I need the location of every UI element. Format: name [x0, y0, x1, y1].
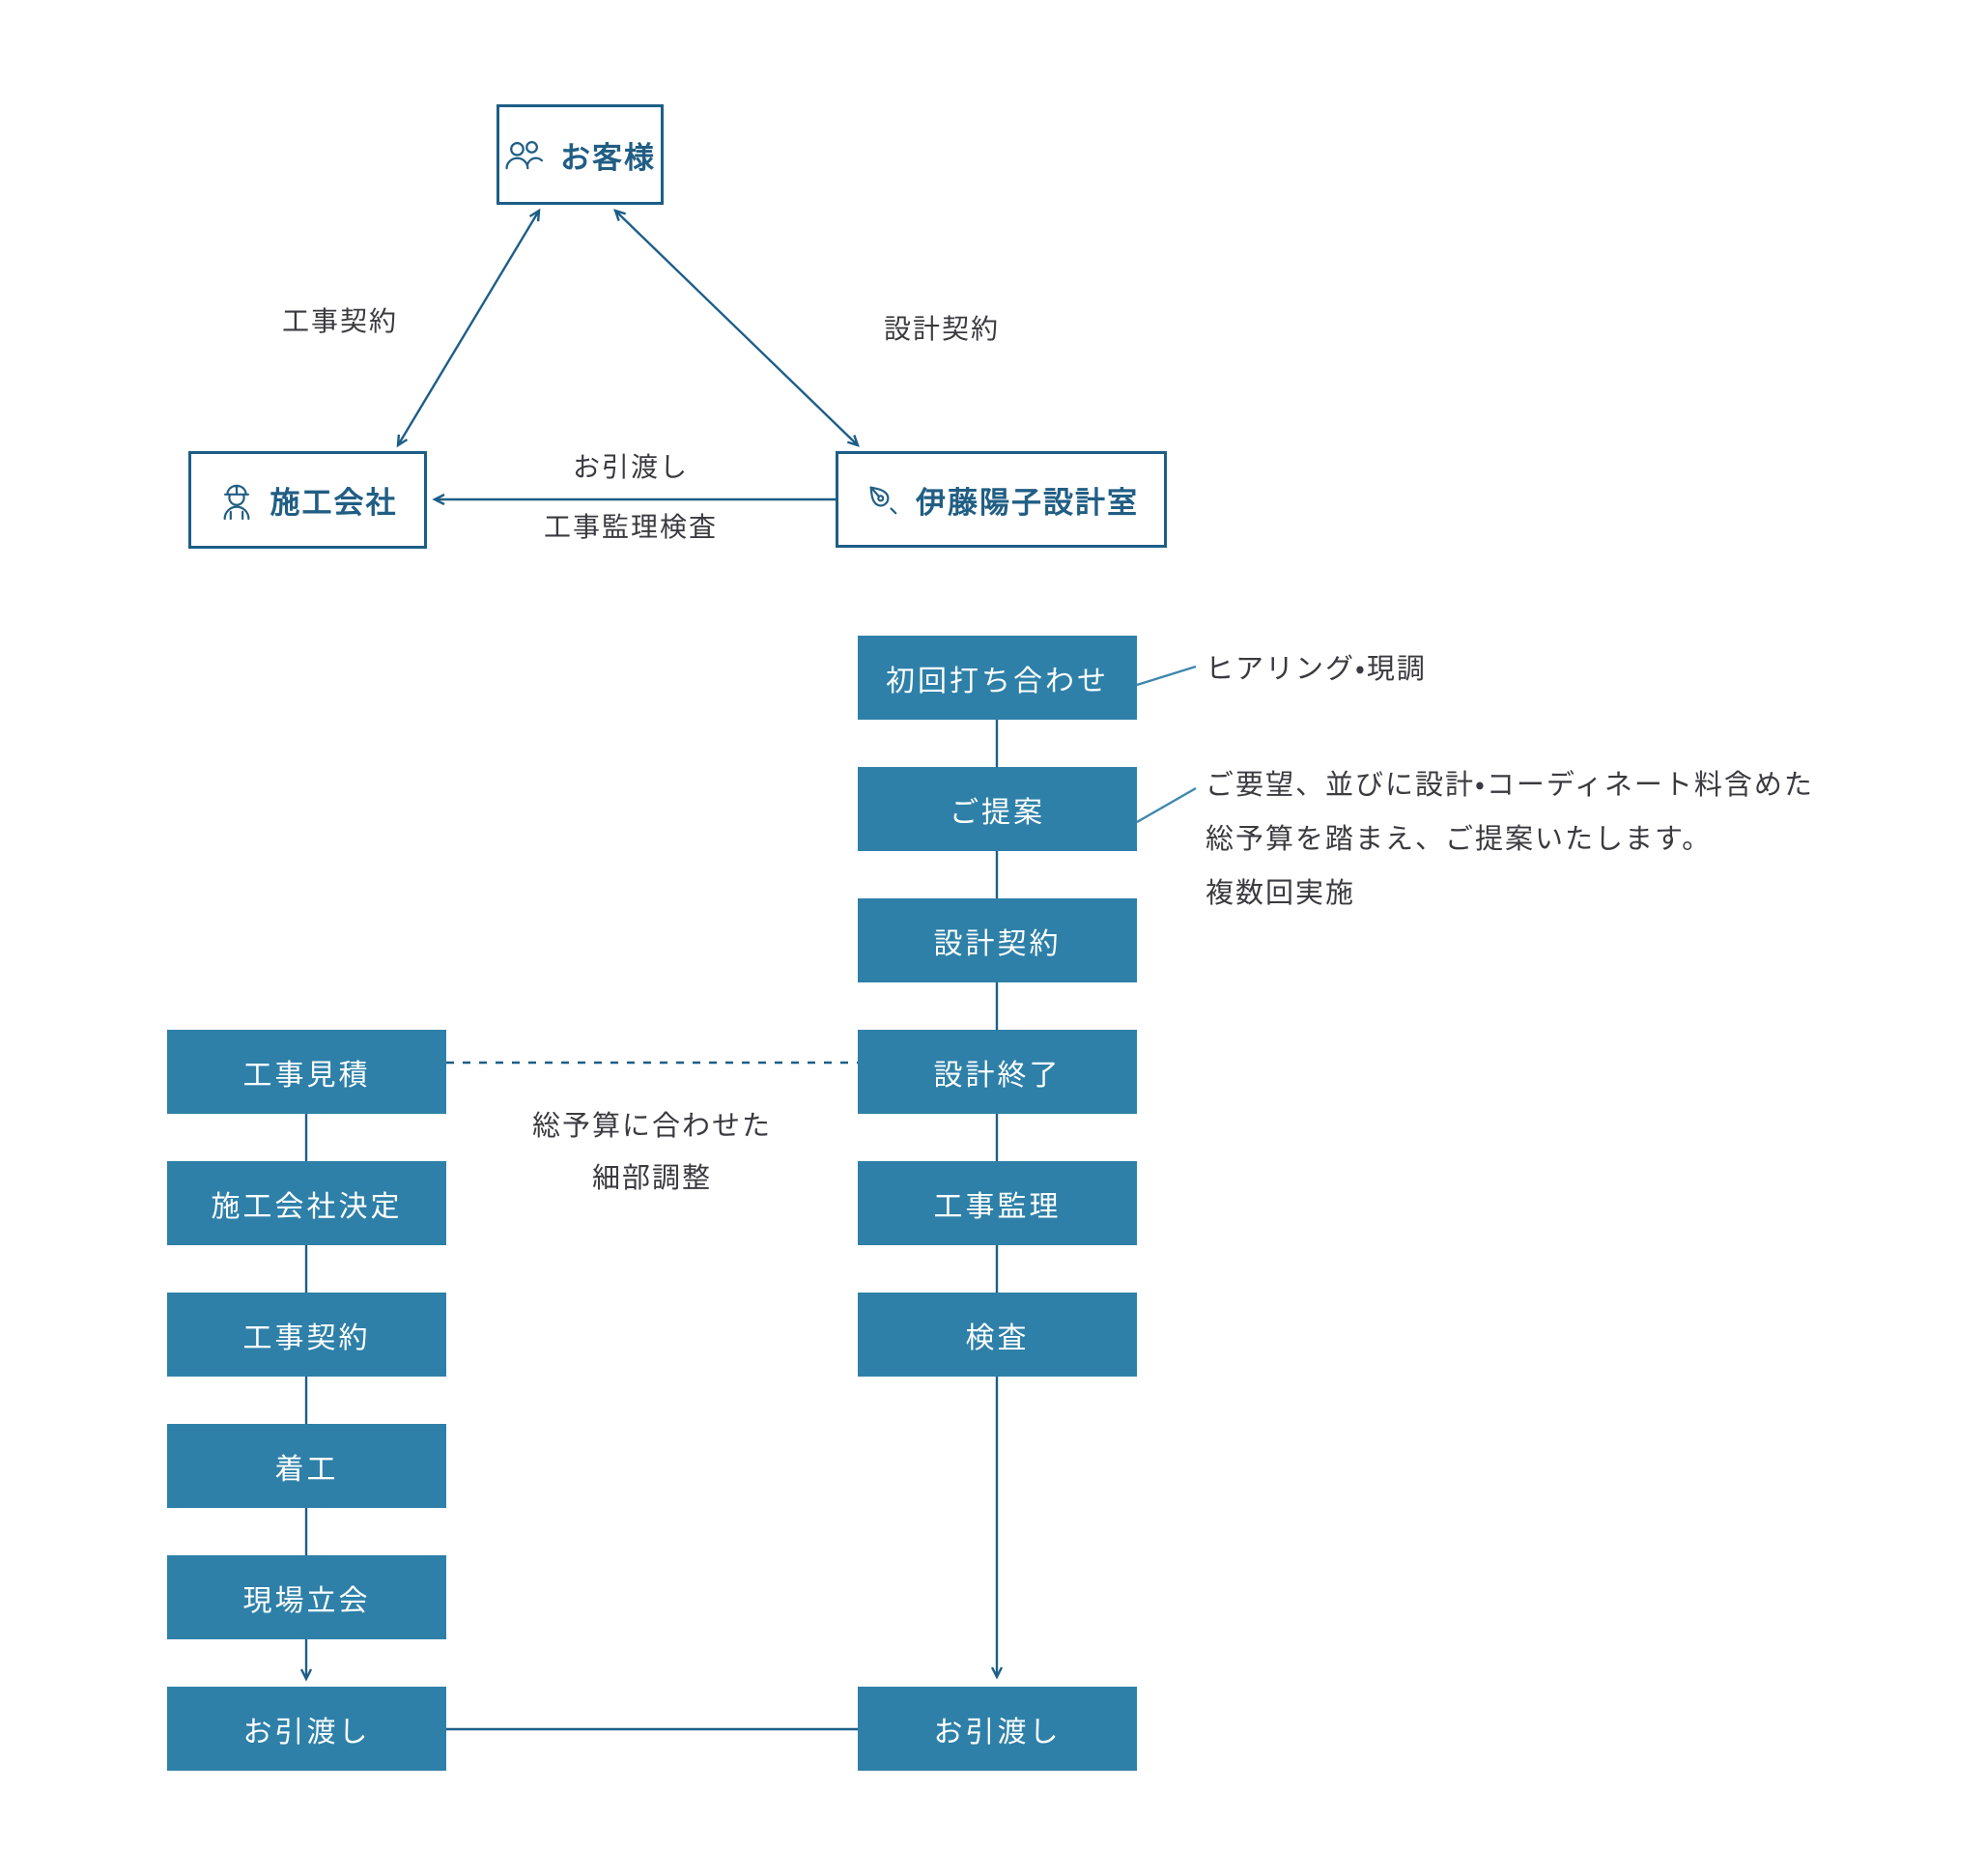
- note-proposal: ご要望、並びに設計・コーディネート料含めた 総予算を踏まえ、ご提案いたします。 …: [1206, 757, 1814, 920]
- contractor-label: 施工会社: [270, 486, 398, 521]
- label-supervision-inspection: 工事監理検査: [543, 511, 718, 543]
- step-supervision: 工事監理: [858, 1161, 1137, 1245]
- step-construction-start: 着工: [167, 1424, 446, 1508]
- note-budget-line-1: 総予算に合わせた: [531, 1109, 772, 1142]
- customer-node: お客様: [496, 104, 664, 205]
- label-construction-contract: 工事契約: [281, 305, 398, 337]
- step-contractor-decision: 施工会社決定: [167, 1161, 446, 1245]
- step-inspection: 検査: [858, 1293, 1137, 1377]
- note-budget-line-2: 細部調整: [591, 1161, 712, 1194]
- contractor-node: 施工会社: [188, 451, 427, 549]
- note-proposal-line-2: 総予算を踏まえ、ご提案いたします。: [1206, 822, 1713, 855]
- step-first-meeting: 初回打ち合わせ: [858, 636, 1137, 720]
- leader-proposal-note: [1136, 786, 1197, 824]
- people-icon: [504, 138, 545, 171]
- label-design-contract: 設計契約: [883, 313, 1000, 345]
- design-office-node: 伊藤陽子設計室: [836, 451, 1167, 548]
- design-office-label: 伊藤陽子設計室: [916, 485, 1139, 521]
- note-budget-adjust: 総予算に合わせた 細部調整: [444, 1099, 860, 1204]
- note-proposal-line-3: 複数回実施: [1206, 876, 1356, 909]
- note-hearing: ヒアリング・現調: [1206, 652, 1427, 685]
- note-proposal-line-1: ご要望、並びに設計・コーディネート料含めた: [1206, 768, 1814, 801]
- step-proposal: ご提案: [858, 767, 1137, 851]
- step-handover-design: お引渡し: [858, 1687, 1137, 1771]
- leader-first-meeting-note: [1136, 665, 1197, 687]
- edge-customer-design: [613, 209, 860, 447]
- worker-icon: [218, 479, 255, 522]
- step-construction-contract: 工事契約: [167, 1293, 446, 1377]
- step-design-contract: 設計契約: [858, 898, 1137, 982]
- step-design-complete: 設計終了: [858, 1030, 1137, 1114]
- label-handover: お引渡し: [572, 451, 689, 483]
- customer-label: お客様: [560, 140, 656, 176]
- step-site-witness: 現場立会: [167, 1555, 446, 1639]
- step-estimate: 工事見積: [167, 1030, 446, 1114]
- edge-customer-contractor: [396, 208, 541, 448]
- step-handover-construction: お引渡し: [167, 1687, 446, 1771]
- pen-nib-icon: [864, 481, 900, 518]
